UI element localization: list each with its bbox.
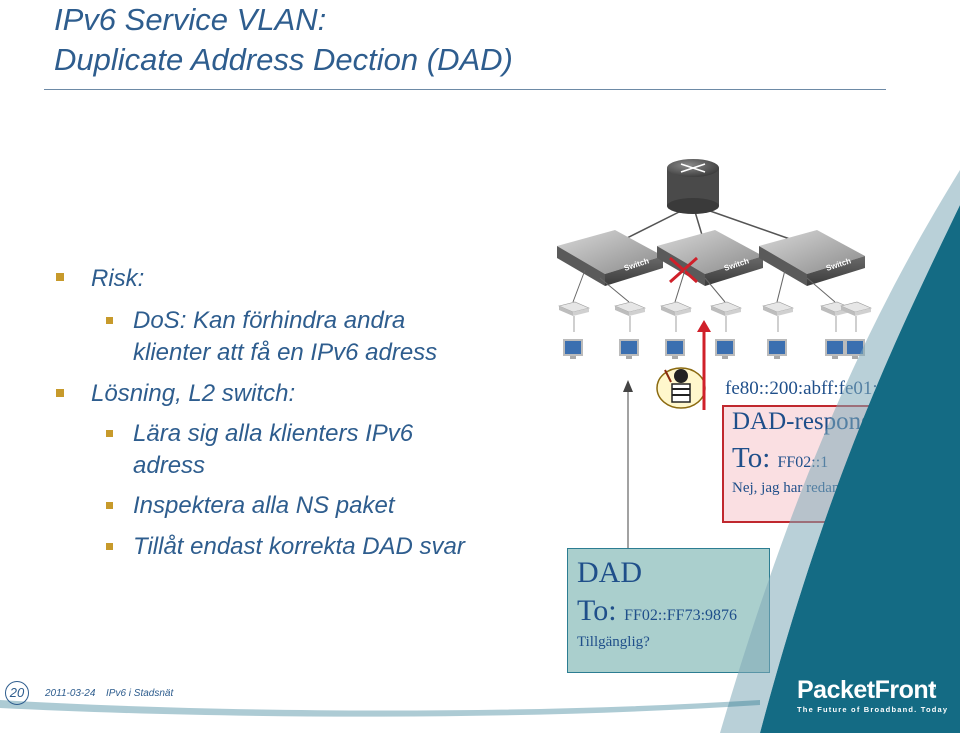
computer-icon: [660, 301, 692, 359]
dad-request-title: DAD: [577, 556, 642, 589]
switch-icon: Switch: [759, 230, 865, 286]
bullet-risk: Risk:: [91, 265, 145, 292]
network-diagram: Switch Switch Switch: [557, 159, 872, 410]
brand-logo: PacketFront: [797, 676, 936, 704]
dad-request-to-address: FF02::FF73:9876: [624, 607, 738, 624]
dad-response-to: To: FF02::1: [732, 442, 828, 475]
attacker-address: fe80::200:abff:fe01:1234: [725, 378, 916, 399]
computer-icon: [762, 301, 794, 359]
bullet-learn-line1: Lära sig alla klienters IPv6: [133, 420, 414, 447]
title-divider: [44, 89, 886, 90]
computer-icon: [614, 301, 646, 359]
dad-request-to-label: To:: [577, 594, 625, 627]
attacker-burglar-icon: [656, 367, 706, 409]
bullet-square-icon: [106, 502, 113, 509]
computer-icon: [710, 301, 742, 359]
bullet-square-icon: [106, 317, 113, 324]
dad-response-title: DAD-response: [732, 408, 882, 435]
footer-title: IPv6 i Stadsnät: [106, 688, 174, 699]
bullet-learn-line2: adress: [133, 452, 206, 479]
bullet-square-icon: [56, 273, 64, 281]
bullet-square-icon: [106, 430, 113, 437]
bullet-square-icon: [56, 389, 64, 397]
switch-icon: Switch: [557, 230, 663, 286]
bullet-solution: Lösning, L2 switch:: [91, 380, 296, 407]
bullet-square-icon: [106, 543, 113, 550]
brand-tagline: The Future of Broadband. Today: [797, 705, 949, 714]
bullet-risk-dos-line1: DoS: Kan förhindra andra: [133, 307, 406, 334]
registered-mark: ®: [930, 683, 936, 692]
dad-response-note: Nej, jag har redan den!: [732, 480, 870, 496]
page-number: 20: [5, 681, 29, 705]
dad-request-note: Tillgänglig?: [577, 634, 650, 650]
page-title-line2: Duplicate Address Dection (DAD): [54, 42, 513, 77]
computer-icon: [840, 301, 872, 359]
router-icon: [667, 159, 719, 214]
dad-response-to-address: FF02::1: [777, 454, 829, 471]
computer-icon: [558, 301, 590, 359]
response-arrow-icon: [697, 320, 711, 410]
dad-request-to: To: FF02::FF73:9876: [577, 594, 737, 628]
bullet-allow: Tillåt endast korrekta DAD svar: [133, 533, 465, 560]
bullet-inspect: Inspektera alla NS paket: [133, 492, 395, 519]
client-computer-icons: [558, 301, 872, 359]
page-title-line1: IPv6 Service VLAN:: [54, 2, 327, 37]
bullet-list: Risk: DoS: Kan förhindra andra klienter …: [0, 0, 560, 600]
bullet-risk-dos-line2: klienter att få en IPv6 adress: [133, 339, 438, 366]
blocked-x-icon: [669, 256, 698, 284]
footer-date: 2011-03-24: [45, 688, 96, 699]
dad-response-to-label: To:: [732, 442, 778, 474]
request-arrow-line: [623, 380, 633, 548]
